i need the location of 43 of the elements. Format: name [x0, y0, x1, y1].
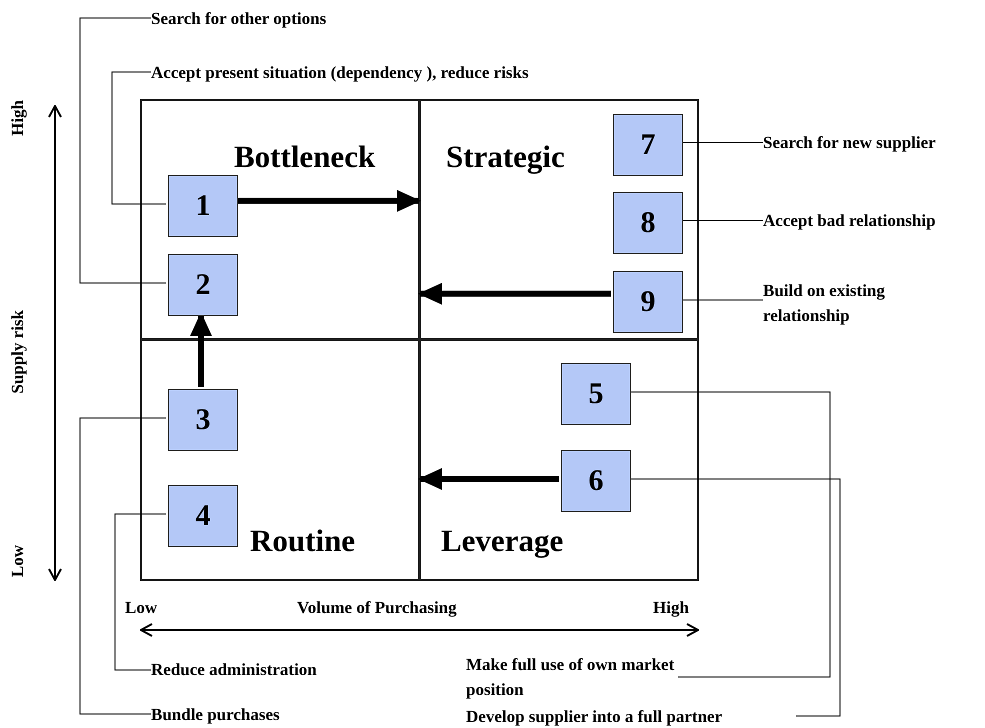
leader-line — [114, 514, 166, 670]
strategy-label: Reduce administration — [151, 657, 411, 682]
axis-label: Low — [8, 545, 28, 578]
strategy-label: Bundle purchases — [151, 702, 411, 727]
axis-label: High — [653, 598, 689, 618]
strategy-label: Make full use of own market position — [466, 652, 678, 702]
numbered-box: 4 — [168, 485, 238, 547]
numbered-box: 9 — [613, 271, 683, 333]
leader-line — [80, 418, 166, 714]
numbered-box: 8 — [613, 192, 683, 254]
numbered-box: 6 — [561, 450, 631, 512]
strategy-label: Accept present situation (dependency ), reduce risks — [151, 60, 651, 85]
quadrant-panel — [140, 99, 420, 340]
quadrant-heading: Leverage — [441, 523, 564, 559]
leader-line — [680, 142, 764, 143]
strategy-label: Search for other options — [151, 6, 411, 31]
axis-label: Low — [125, 598, 158, 618]
axis-label: Supply risk — [8, 310, 28, 394]
strategy-label: Accept bad relationship — [763, 208, 983, 233]
quadrant-panel — [419, 99, 699, 340]
axis-label: High — [8, 100, 28, 136]
quadrant-heading: Routine — [250, 523, 356, 559]
arrow — [418, 468, 559, 490]
leader-line — [628, 392, 830, 678]
strategy-label: Build on existing relationship — [763, 278, 963, 328]
numbered-box: 2 — [168, 254, 238, 316]
leader-line — [628, 478, 840, 716]
leader-line — [80, 18, 166, 284]
quadrant-panel — [140, 339, 420, 581]
leader-line — [680, 220, 764, 221]
numbered-box: 1 — [168, 175, 238, 237]
arrow — [236, 190, 421, 212]
leader-line — [112, 72, 166, 204]
quadrant-panel — [419, 339, 699, 581]
numbered-box: 7 — [613, 114, 683, 176]
numbered-box: 3 — [168, 389, 238, 451]
numbered-box: 5 — [561, 363, 631, 425]
quadrant-heading: Strategic — [446, 139, 565, 175]
arrow — [418, 282, 611, 305]
axis-label: Volume of Purchasing — [297, 598, 457, 618]
strategy-label: Develop supplier into a full partner — [466, 704, 796, 728]
quadrant-heading: Bottleneck — [234, 139, 376, 175]
strategy-label: Search for new supplier — [763, 130, 983, 155]
